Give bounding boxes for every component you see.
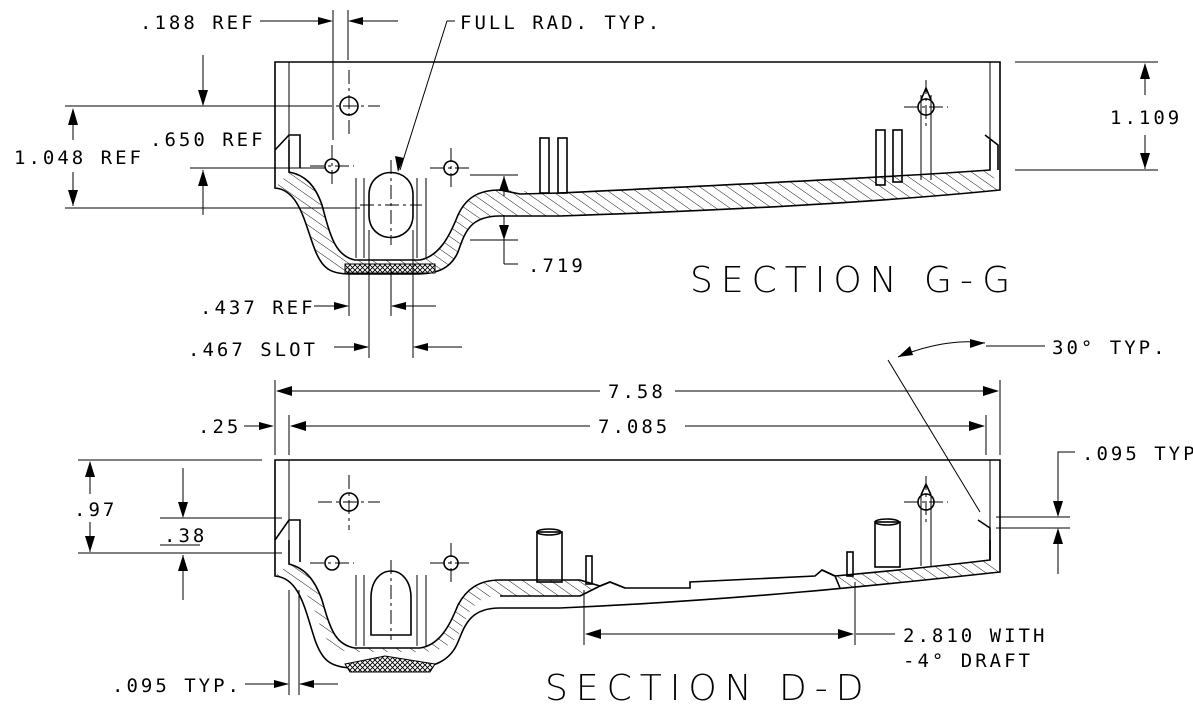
dim-1109: 1.109 <box>1110 107 1182 129</box>
dim-1048-ref: 1.048 REF <box>14 147 144 169</box>
dim-467-slot: .467 SLOT <box>188 339 318 361</box>
section-g-title: SECTION G-G <box>690 260 1018 301</box>
section-g-centerlines <box>310 70 948 245</box>
section-d-d: 30° TYP. 7.58 7.085 .25 <box>74 337 1193 708</box>
dim-095-typ-right: .095 TYP <box>1082 443 1193 465</box>
dim-188-ref: .188 REF <box>140 12 256 34</box>
dim-full-rad: FULL RAD. TYP. <box>460 12 662 34</box>
section-g-knurl <box>344 263 436 274</box>
section-g-outline <box>274 61 1001 275</box>
section-g-g: .188 REF FULL RAD. TYP. 1.048 REF .650 R… <box>14 10 1182 361</box>
dim-7085: 7.085 <box>598 416 670 438</box>
section-g-right-notch <box>984 134 999 170</box>
section-d-boss-right <box>874 521 901 568</box>
dim-38: .38 <box>164 525 207 547</box>
dim-2810-line2: -4° DRAFT <box>903 650 1033 672</box>
dim-2810-line1: 2.810 WITH <box>903 625 1047 647</box>
section-d-outline <box>274 459 1001 669</box>
section-g-ribs <box>355 95 932 258</box>
section-g-left-notch <box>274 134 301 168</box>
section-d-knurl <box>344 655 436 673</box>
dim-97: .97 <box>74 499 117 521</box>
dim-095-typ-left: .095 TYP. <box>112 675 242 697</box>
section-d-inner-wall <box>288 540 991 649</box>
dim-719: .719 <box>528 255 586 277</box>
dim-758: 7.58 <box>608 381 666 403</box>
section-d-hatch <box>275 564 600 652</box>
dim-650-ref: .650 REF <box>150 129 266 151</box>
section-d-boss-left <box>536 531 563 583</box>
section-g-dims: .188 REF FULL RAD. TYP. 1.048 REF .650 R… <box>14 10 1182 361</box>
section-d-title: SECTION D-D <box>545 668 871 708</box>
dim-25: .25 <box>198 416 241 438</box>
dim-30-typ: 30° TYP. <box>1052 337 1168 359</box>
section-g-holes <box>324 85 935 176</box>
dim-437-ref: .437 REF <box>200 297 316 319</box>
section-d-dims: 30° TYP. 7.58 7.085 .25 <box>74 337 1193 697</box>
section-g-slot <box>368 171 414 239</box>
section-g-hatch <box>275 170 1000 274</box>
